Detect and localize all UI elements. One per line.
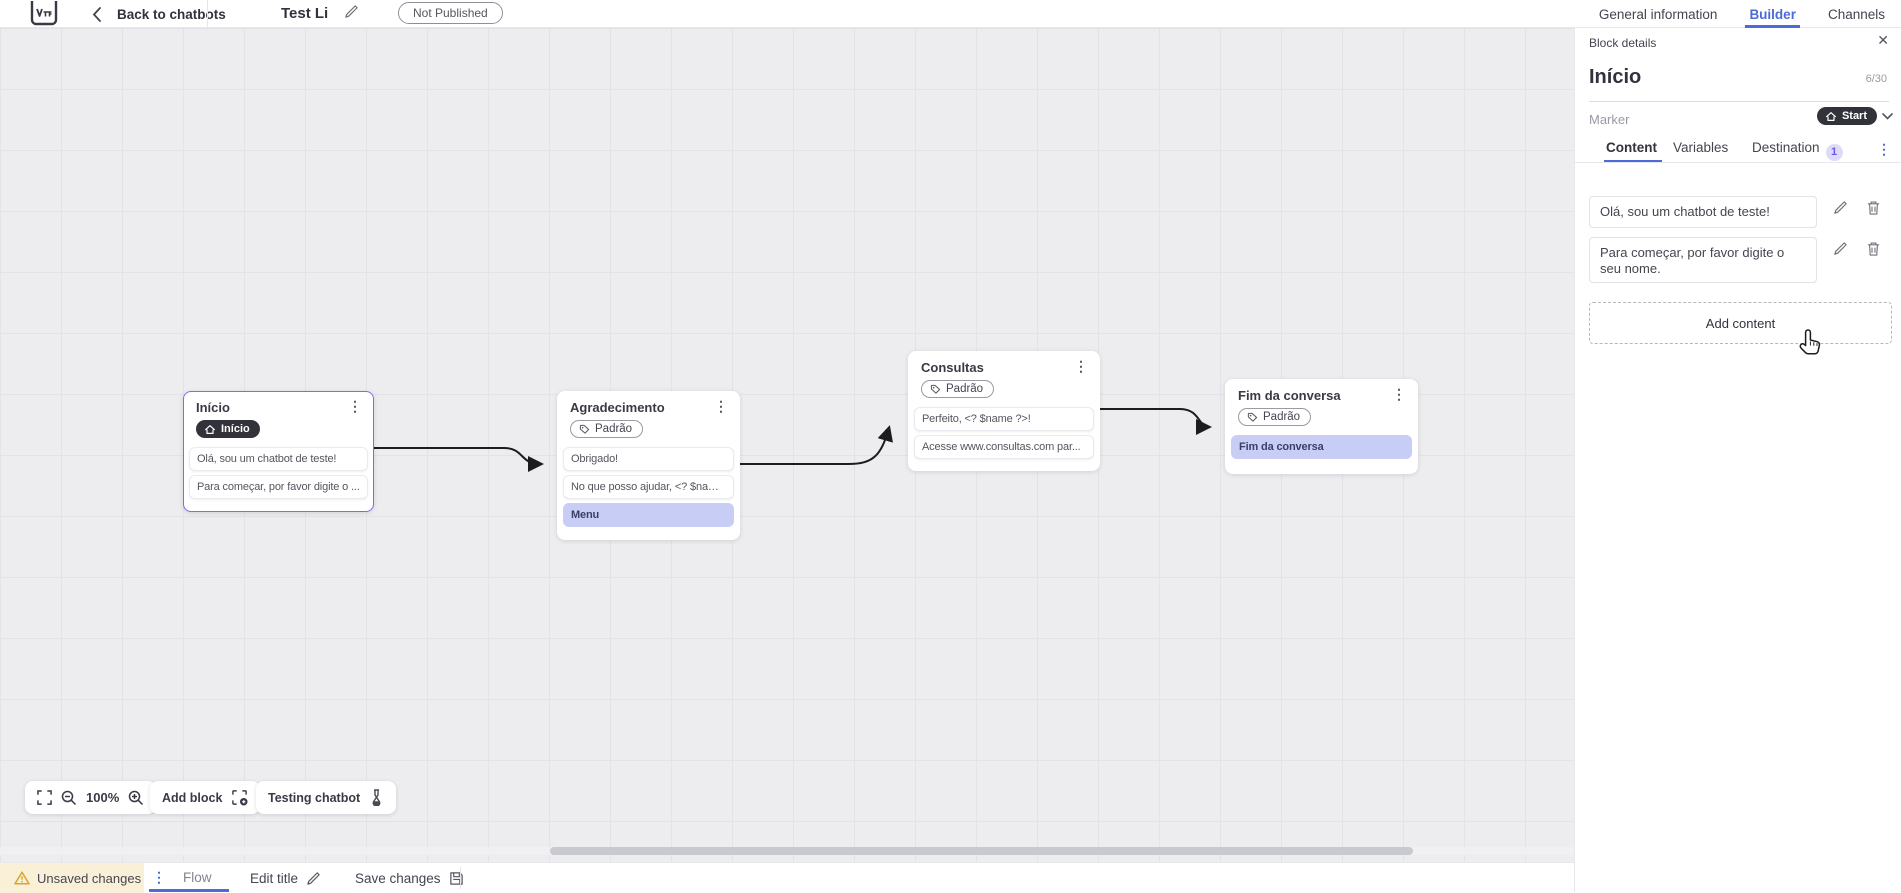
start-marker-pill: Início (196, 420, 260, 438)
content-item-text[interactable]: Para começar, por favor digite o seu nom… (1589, 237, 1817, 283)
flow-tab-underline (149, 889, 229, 892)
zoom-out-icon[interactable] (61, 790, 77, 806)
name-char-counter: 6/30 (1865, 73, 1887, 85)
save-icon (449, 871, 464, 886)
tag-icon (1247, 412, 1258, 422)
tag-pill: Padrão (1238, 408, 1312, 426)
add-block-button[interactable]: Add block (150, 781, 261, 814)
node-message[interactable]: Para começar, por favor digite o ... (189, 474, 368, 499)
tag-icon (579, 424, 590, 434)
node-menu-icon[interactable]: ⋮ (1074, 358, 1088, 374)
status-badge: Not Published (398, 2, 503, 24)
tab-variables[interactable]: Variables (1673, 140, 1729, 155)
tabs-divider (1575, 162, 1901, 163)
zoom-in-icon[interactable] (128, 790, 144, 806)
save-changes-button[interactable]: Save changes (355, 863, 464, 893)
chatbot-title: Test Li (281, 5, 329, 22)
flask-icon (369, 789, 384, 806)
node-title: Agradecimento (570, 400, 665, 415)
content-item-text[interactable]: Olá, sou um chatbot de teste! (1589, 196, 1817, 228)
block-details-panel: Block details ✕ Início 6/30 Marker Start… (1574, 28, 1901, 892)
node-menu-icon[interactable]: ⋮ (714, 398, 728, 414)
delete-content-icon[interactable] (1866, 200, 1881, 216)
horizontal-scrollbar-thumb[interactable] (550, 847, 1413, 855)
edit-title-label: Edit title (250, 870, 299, 886)
node-title: Fim da conversa (1238, 388, 1341, 403)
warning-icon (14, 871, 30, 885)
close-icon[interactable]: ✕ (1877, 32, 1889, 48)
node-message[interactable]: Obrigado! (563, 446, 734, 471)
testing-chatbot-label: Testing chatbot (268, 790, 361, 805)
back-to-chatbots-button[interactable]: Back to chatbots (92, 0, 226, 28)
start-marker-pill: Start (1816, 107, 1877, 125)
tab-builder[interactable]: Builder (1733, 0, 1812, 28)
unsaved-changes-label: Unsaved changes (37, 870, 142, 886)
back-label: Back to chatbots (117, 6, 226, 22)
testing-chatbot-button[interactable]: Testing chatbot (256, 781, 397, 814)
add-content-button[interactable]: Add content (1589, 302, 1892, 344)
home-icon (204, 424, 216, 434)
save-changes-label: Save changes (355, 870, 441, 886)
edit-title-pencil-icon[interactable] (344, 4, 359, 19)
tab-channels[interactable]: Channels (1827, 6, 1885, 22)
tag-pill: Padrão (570, 420, 644, 438)
tab-flow[interactable]: Flow (183, 870, 212, 885)
node-inicio[interactable]: Início ⋮ Início Olá, sou um chatbot de t… (183, 391, 374, 512)
node-menu-icon[interactable]: ⋮ (1392, 386, 1406, 402)
home-icon (1825, 111, 1837, 121)
node-title: Início (196, 400, 230, 415)
panel-menu-icon[interactable]: ⋮ (1877, 141, 1891, 157)
app-logo-icon[interactable] (30, 1, 58, 27)
bottom-bar: Unsaved changes ⋮ Flow Edit title Save c… (0, 862, 1574, 893)
zoom-level: 100% (86, 790, 120, 805)
marker-select[interactable]: Start (1816, 107, 1893, 125)
active-tab-underline (1604, 160, 1662, 163)
edit-content-icon[interactable] (1833, 241, 1848, 257)
node-fim-da-conversa[interactable]: Fim da conversa ⋮ Padrão Fim da conversa (1225, 379, 1418, 474)
tag-pill: Padrão (921, 380, 995, 398)
edit-content-icon[interactable] (1833, 200, 1848, 216)
pencil-icon (306, 871, 321, 886)
bottombar-divider (460, 867, 461, 889)
node-menu-icon[interactable]: ⋮ (348, 398, 362, 414)
node-message-menu[interactable]: Menu (563, 502, 734, 527)
node-agradecimento[interactable]: Agradecimento ⋮ Padrão Obrigado! No que … (557, 391, 740, 540)
flow-canvas[interactable]: Início ⋮ Início Olá, sou um chatbot de t… (0, 28, 1574, 862)
unsaved-changes-banner: Unsaved changes (0, 863, 144, 893)
chevron-down-icon (1882, 112, 1893, 120)
node-title: Consultas (921, 360, 984, 375)
node-message-end[interactable]: Fim da conversa (1231, 434, 1412, 459)
builder-tabs: General information Builder Channels (1583, 0, 1901, 28)
edit-title-button[interactable]: Edit title (250, 863, 321, 893)
top-bar: Back to chatbots Test Li Not Published G… (0, 0, 1901, 28)
horizontal-scrollbar-track[interactable] (0, 847, 1574, 855)
node-message[interactable]: Perfeito, <? $name ?>! (914, 406, 1094, 431)
node-message[interactable]: Acesse www.consultas.com par... (914, 434, 1094, 459)
node-message[interactable]: No que posso ajudar, <? $name ... (563, 474, 734, 499)
add-block-label: Add block (162, 790, 223, 805)
flow-menu-icon[interactable]: ⋮ (152, 869, 166, 885)
topbar-divider (207, 0, 208, 28)
panel-header: Block details (1589, 36, 1657, 50)
tag-icon (930, 384, 941, 394)
delete-content-icon[interactable] (1866, 241, 1881, 257)
tab-content[interactable]: Content (1606, 140, 1657, 155)
block-name-input[interactable]: Início (1589, 66, 1642, 88)
destination-count-badge: 1 (1825, 143, 1843, 161)
tab-general-information[interactable]: General information (1598, 6, 1718, 22)
node-consultas[interactable]: Consultas ⋮ Padrão Perfeito, <? $name ?>… (908, 351, 1100, 471)
add-block-icon (231, 789, 248, 806)
chevron-left-icon (92, 6, 101, 22)
zoom-controls: 100% (25, 781, 157, 814)
name-input-underline (1589, 101, 1889, 102)
node-message[interactable]: Olá, sou um chatbot de teste! (189, 446, 368, 471)
marker-label: Marker (1589, 112, 1630, 127)
fullscreen-icon[interactable] (37, 790, 52, 805)
